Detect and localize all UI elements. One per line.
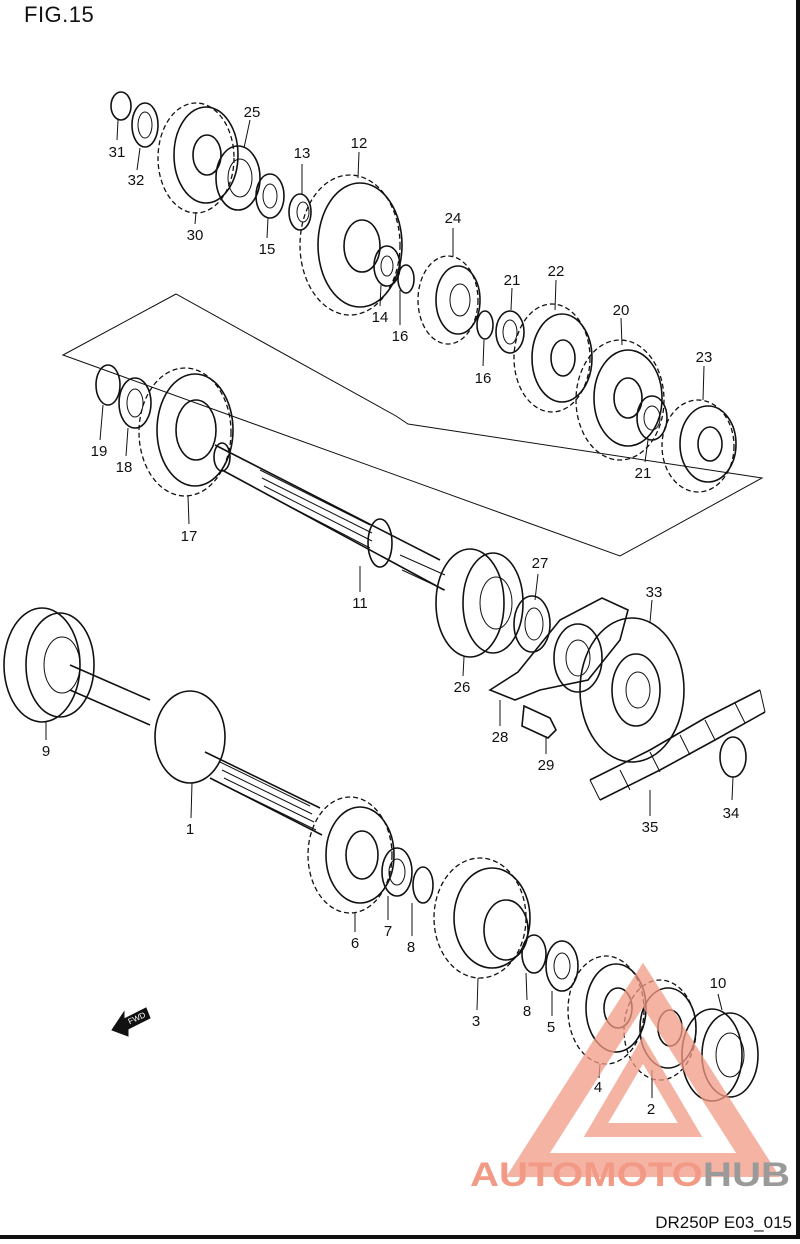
callout-29: 29 [538,757,555,774]
callout-2: 2 [647,1101,655,1118]
callout-27: 27 [532,555,549,572]
washer-18 [118,377,152,429]
callout-35: 35 [642,819,659,836]
driveshaft-1 [69,664,323,836]
callout-labels: 3132302515131214162421162220232119181711… [42,104,740,1118]
circlip-31 [110,91,132,121]
countershaft-11 [213,442,446,591]
callout-16b: 16 [475,370,492,387]
callout-22: 22 [548,263,565,280]
washer-15 [255,173,285,219]
callout-8a: 8 [407,939,415,956]
callout-17: 17 [181,528,198,545]
gear-3 [433,857,531,979]
callout-23: 23 [696,349,713,366]
gear-24 [417,255,481,345]
callout-4: 4 [594,1079,602,1096]
figure-title: FIG.15 [24,2,95,27]
callout-19: 19 [91,443,108,460]
washer-14 [373,245,401,287]
gear-6 [307,796,395,914]
callout-26: 26 [454,679,471,696]
bearing-26 [435,548,524,658]
callout-25: 25 [244,104,261,121]
callout-32: 32 [128,172,145,189]
circlip-8b [521,934,547,974]
callout-1: 1 [186,821,194,838]
circlip-16a [397,264,415,294]
fwd-arrow-icon: FWD [111,1007,151,1037]
watermark-logo-icon [506,962,780,1177]
retainer-plate-28 [488,597,629,701]
subassembly-frame [61,293,764,557]
callout-6: 6 [351,935,359,952]
callout-21a: 21 [504,272,521,289]
leader-lines [45,119,734,1098]
washer-21b [636,395,668,441]
callout-8b: 8 [523,1003,531,1020]
gear-30 [157,102,239,214]
bolt-29 [521,704,557,739]
callout-24: 24 [445,210,462,227]
callout-21b: 21 [635,465,652,482]
gear-20 [575,339,665,461]
callout-20: 20 [613,302,630,319]
callout-30: 30 [187,227,204,244]
callout-13: 13 [294,145,311,162]
callout-15: 15 [259,241,276,258]
callout-10: 10 [710,975,727,992]
washer-5 [545,940,579,992]
sprocket-33 [579,617,685,763]
bottom-border [0,1235,800,1239]
circlip-16b [476,310,494,340]
callout-12: 12 [351,135,368,152]
callout-11: 11 [352,595,368,612]
washer-32 [131,102,159,148]
oil-seal-27 [513,595,551,653]
callout-14: 14 [372,309,389,326]
callout-16a: 16 [392,328,409,345]
gear-23 [661,399,737,493]
callout-3: 3 [472,1013,480,1030]
callout-9: 9 [42,743,50,760]
callout-7: 7 [384,923,392,940]
figure-code: DR250P E03_015 [655,1213,792,1232]
gear-22 [513,303,593,413]
callout-31: 31 [109,144,126,161]
callout-18: 18 [116,459,133,476]
right-border [796,0,800,1239]
circlip-34 [719,736,747,778]
callout-33: 33 [646,584,663,601]
gear-12 [299,174,403,316]
bearing-25 [215,145,261,211]
circlip-8a [412,866,434,904]
gear-17 [138,367,234,497]
chain-35 [589,689,766,801]
washer-7 [381,847,413,897]
washer-21a [495,310,525,354]
bushing-13 [288,193,312,231]
bearing-9 [3,607,95,723]
callout-28: 28 [492,729,509,746]
callout-5: 5 [547,1019,555,1036]
circlip-19 [95,364,121,406]
callout-34: 34 [723,805,740,822]
